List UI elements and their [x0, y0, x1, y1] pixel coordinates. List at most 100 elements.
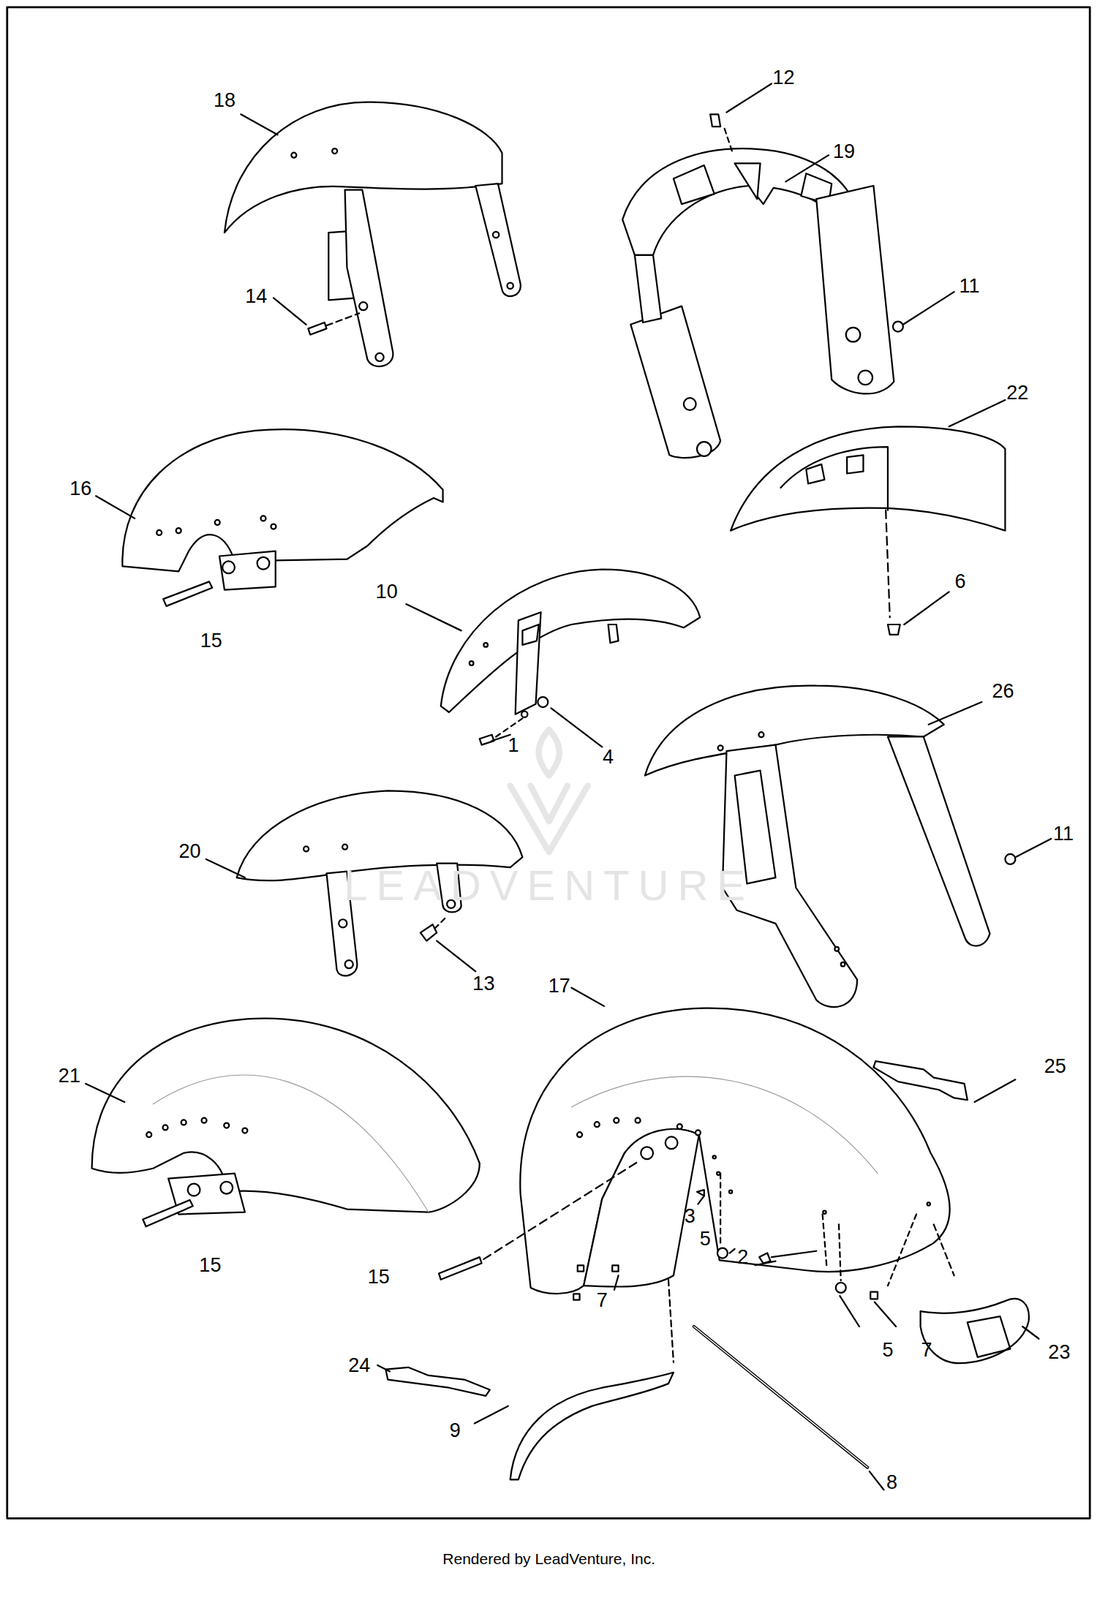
front-fender-17-line — [719, 1173, 722, 1247]
watermark-logo — [510, 729, 588, 853]
watermark-logo-line — [510, 785, 588, 853]
front-fender-16-line — [222, 560, 235, 574]
fender-trim-9 — [474, 1372, 674, 1481]
front-fender-21-line — [92, 1018, 480, 1213]
front-fender-18-line — [332, 148, 338, 154]
front-fender-20-line — [206, 859, 245, 878]
front-fender-17-line — [577, 1265, 584, 1272]
front-fender-17-line — [933, 1224, 955, 1276]
front-fender-17-line — [519, 1008, 951, 1294]
front-fender-16-line — [163, 581, 213, 606]
trim-rod-8-line — [869, 1471, 885, 1490]
front-fender-21-line — [152, 1075, 429, 1213]
front-fender-17-line — [887, 1214, 917, 1287]
front-fender-17-line — [839, 1295, 860, 1327]
front-fender-20-line — [434, 916, 447, 929]
trim-strip-24-line — [385, 1367, 490, 1397]
front-fender-22-line — [780, 446, 888, 511]
trim-strip-24 — [377, 1365, 490, 1397]
watermark-logo-line — [530, 785, 568, 822]
callout-number: 6 — [952, 571, 968, 593]
front-fender-26-line — [758, 732, 764, 738]
fork-brace-19-line — [683, 397, 697, 411]
front-fender-21-line — [85, 1083, 125, 1103]
front-fender-18-line — [475, 183, 521, 297]
front-fender-16-line — [261, 515, 267, 521]
trim-strip-25-line — [974, 1079, 1016, 1103]
front-fender-20-line — [345, 960, 354, 969]
fork-brace-19-line — [696, 441, 712, 457]
front-fender-22-line — [730, 426, 1005, 531]
trim-strip-24-line — [377, 1365, 390, 1372]
front-fender-18-line — [359, 302, 368, 311]
front-fender-17-line — [870, 1292, 878, 1300]
callout-number: 20 — [176, 840, 203, 862]
front-fender-17-line — [874, 1302, 896, 1327]
front-fender-17-line — [668, 1279, 674, 1363]
front-fender-17-line — [640, 1146, 654, 1160]
front-fender-10-line — [440, 569, 700, 713]
front-fender-18-line — [273, 297, 307, 324]
callout-number: 7 — [594, 1289, 610, 1311]
fork-brace-19-line — [857, 370, 873, 386]
callout-number: 18 — [211, 89, 238, 111]
front-fender-10-line — [537, 696, 548, 708]
front-fender-18-line — [326, 313, 360, 326]
callout-number: 15 — [196, 1254, 224, 1277]
front-fender-16-line — [156, 530, 162, 536]
front-fender-16-line — [215, 519, 221, 526]
front-fender-10-line — [492, 734, 511, 741]
callout-number: 4 — [600, 746, 616, 768]
front-fender-16-line — [270, 524, 276, 530]
front-fender-26-line — [718, 745, 724, 751]
callout-number: 11 — [1050, 823, 1076, 845]
callout-number: 15 — [198, 630, 225, 652]
front-fender-17-line — [822, 1214, 828, 1266]
front-fender-17-line — [573, 1293, 580, 1300]
callout-number: 3 — [682, 1205, 698, 1228]
callout-number: 14 — [242, 285, 270, 307]
front-fender-21-line — [220, 1181, 233, 1195]
callout-number: 13 — [470, 973, 497, 995]
front-fender-17-line — [635, 1118, 641, 1124]
front-fender-17-line — [729, 1249, 735, 1254]
front-fender-20-line — [303, 846, 309, 852]
fork-brace-19-line — [724, 128, 733, 153]
front-fender-17-line — [614, 1275, 619, 1291]
front-fender-21-line — [187, 1184, 201, 1197]
front-fender-10-line — [469, 661, 474, 666]
front-fender-17-line — [835, 1282, 847, 1293]
front-fender-16 — [95, 429, 443, 607]
callout-number: 25 — [1042, 1056, 1069, 1078]
front-fender-26-line — [841, 962, 846, 967]
frame — [7, 7, 1090, 1519]
fork-brace-19-line — [785, 155, 829, 182]
front-fender-26 — [645, 685, 1051, 1008]
front-fender-18-line — [291, 152, 297, 158]
front-fender-17-line — [696, 1189, 705, 1196]
callout-number: 9 — [447, 1420, 463, 1442]
front-fender-22-line — [885, 510, 891, 618]
front-fender-22-line — [805, 464, 825, 485]
fork-brace-19-line — [630, 306, 721, 458]
front-fender-17 — [438, 988, 955, 1363]
front-fender-16-line — [95, 495, 135, 519]
fork-brace-19-line — [734, 163, 761, 199]
front-fender-22-line — [903, 591, 949, 625]
front-fender-26-line — [834, 947, 839, 952]
fender-tip-23-line — [967, 1316, 1011, 1358]
front-fender-16-line — [122, 429, 443, 572]
callout-number: 2 — [734, 1246, 751, 1269]
callout-number: 5 — [697, 1228, 714, 1250]
front-fender-21-line — [201, 1118, 207, 1124]
front-fender-21-line — [163, 1124, 169, 1130]
fork-brace-19-line — [846, 327, 861, 343]
front-fender-17-line — [594, 1121, 600, 1127]
front-fender-17-line — [838, 1224, 842, 1281]
fender-tip-23-line — [920, 1298, 1029, 1364]
front-fender-20-line — [436, 941, 476, 972]
front-fender-20-line — [342, 844, 348, 850]
front-fender-21-line — [223, 1123, 229, 1129]
front-fender-17-line — [583, 1129, 700, 1288]
front-fender-17-line — [483, 1161, 639, 1260]
